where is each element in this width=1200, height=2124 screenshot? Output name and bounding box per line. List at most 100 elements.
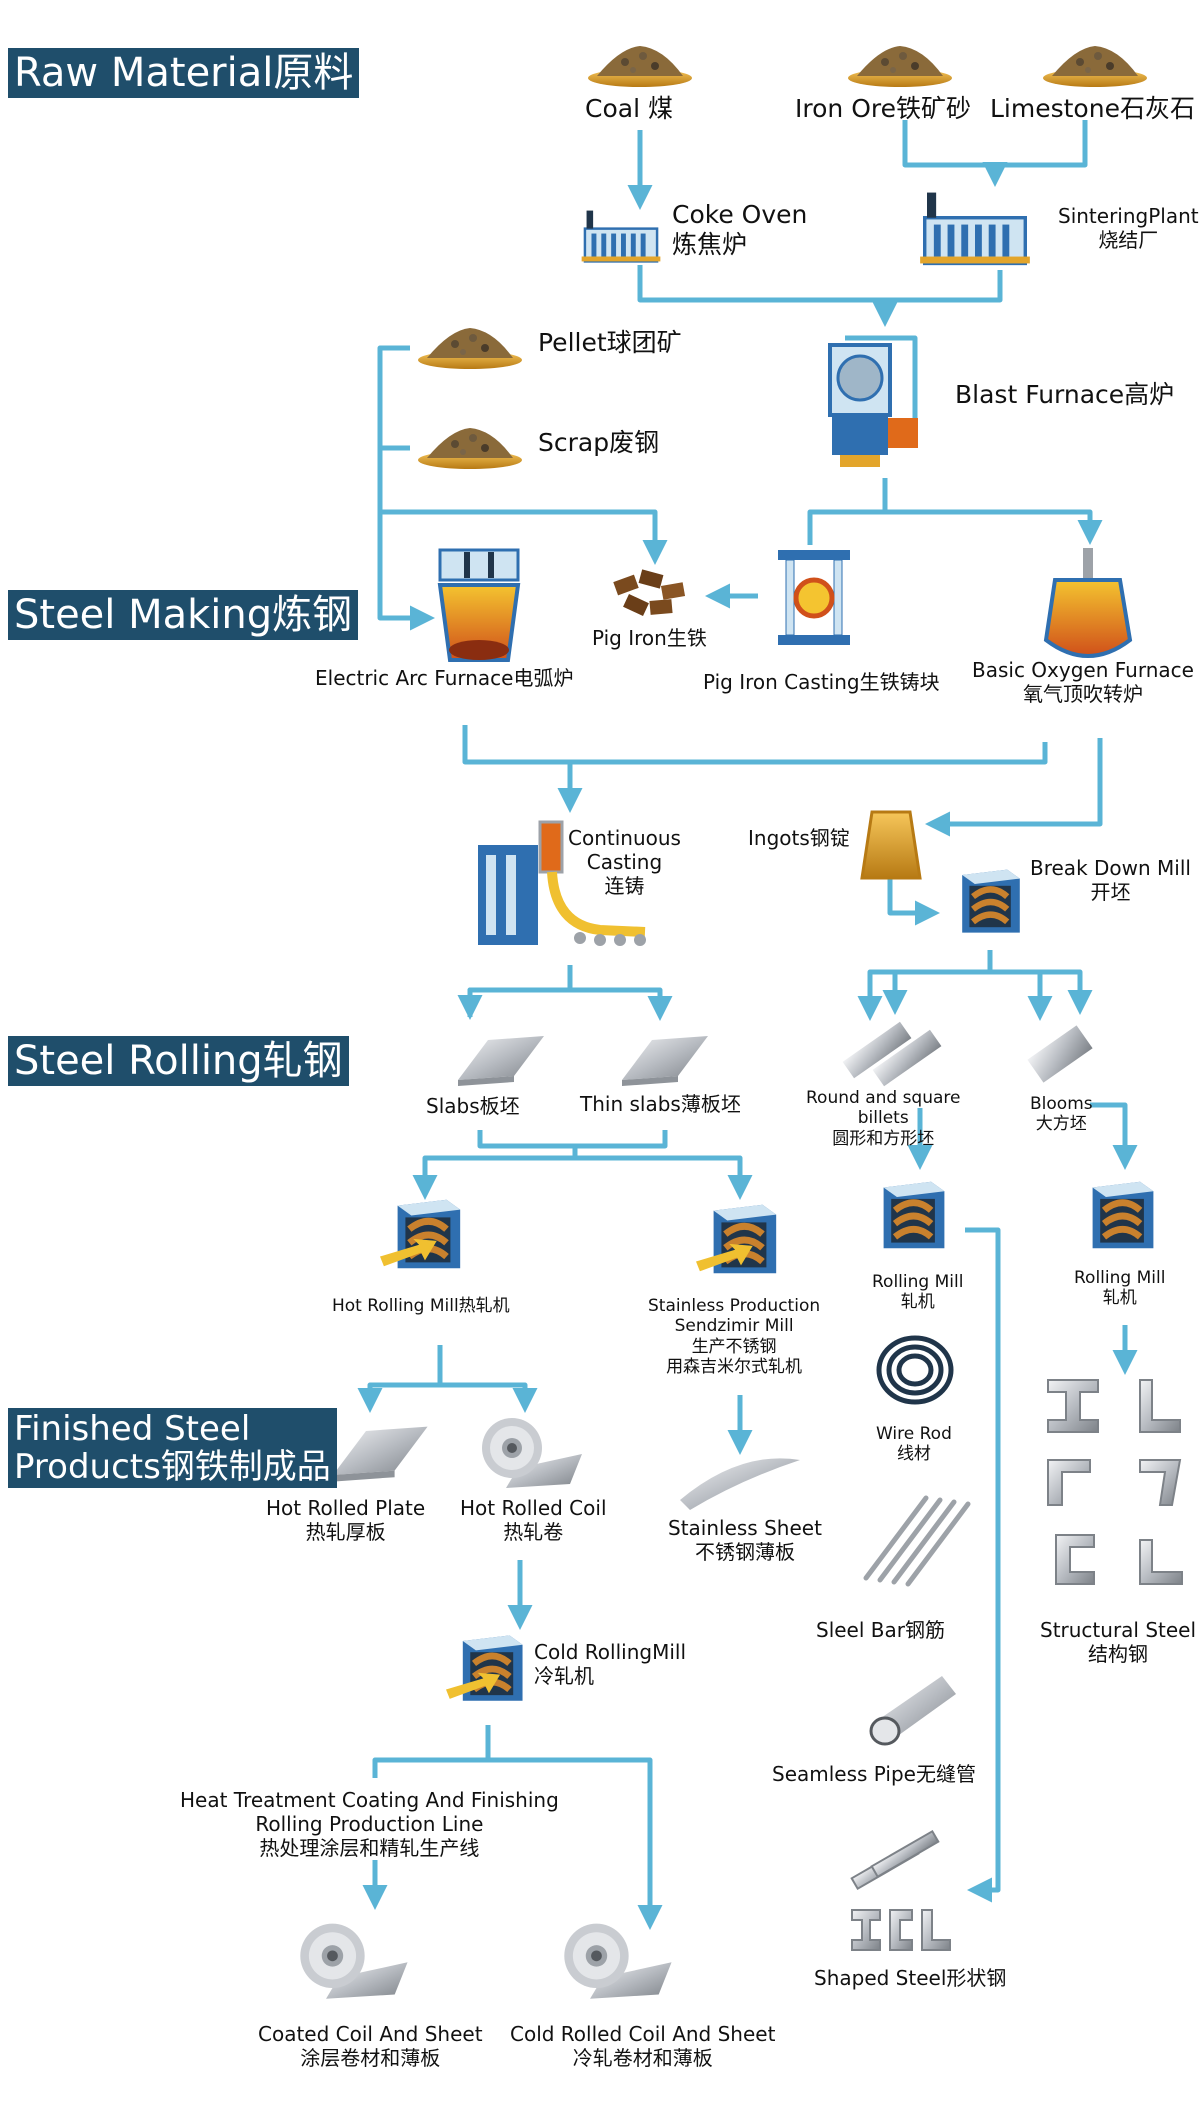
section-steel-rolling: Steel Rolling轧钢 [8,1036,349,1086]
hot-rolled-coil-label: Hot Rolled Coil 热轧卷 [460,1496,607,1544]
limestone-label: Limestone石灰石 [990,94,1195,123]
wire-rod-label: Wire Rod 线材 [876,1424,952,1465]
pig-iron-icon [613,569,686,616]
section-finished-products: Finished Steel Products钢铁制成品 [8,1408,337,1488]
pig-iron-casting-label: Pig Iron Casting生铁铸块 [703,670,940,694]
pellet-label: Pellet球团矿 [538,328,682,357]
blast-furnace-icon [828,343,918,467]
rm2-label-cn: 轧机 [1102,1288,1137,1309]
hot-rolled-coil-icon [482,1418,582,1488]
bloom-icon [1027,1025,1093,1083]
scrap-pile-icon [418,428,522,469]
coated-coil-icon [300,1923,408,1999]
ss-label-cn: 不锈钢薄板 [694,1540,795,1564]
structural-steel-label: Structural Steel 结构钢 [1040,1618,1196,1666]
ingot-icon [860,810,922,880]
slab-icon [458,1036,544,1086]
blast-furnace-label: Blast Furnace高炉 [955,380,1175,409]
cold-rolled-coil-icon [564,1923,672,1999]
shaped-steel-icon [850,1829,951,1951]
section-steel-making: Steel Making炼钢 [8,590,359,640]
coated-label-en: Coated Coil And Sheet [258,2022,483,2046]
blooms-label-cn: 大方坯 [1035,1114,1087,1135]
rolling-mill-1-label: Rolling Mill 轧机 [872,1272,963,1313]
flow-connectors [357,120,1138,1930]
sintering-label-en: SinteringPlant [1058,204,1199,228]
coated-label-cn: 涂层卷材和薄板 [300,2046,441,2070]
rolling-mill-2-label: Rolling Mill 轧机 [1074,1268,1165,1309]
sendzimir-mill-label: Stainless Production Sendzimir Mill 生产不锈… [648,1296,820,1378]
rolling-mill-2-icon [1093,1182,1154,1249]
scrap-label: Scrap废钢 [538,428,660,457]
equipment-icons [300,46,1183,1999]
hot-rolled-plate-label: Hot Rolled Plate 热轧厚板 [266,1496,425,1544]
break-down-mill-icon [962,870,1020,933]
stainless-sheet-label: Stainless Sheet 不锈钢薄板 [668,1516,822,1564]
structural-label-en: Structural Steel [1040,1618,1197,1642]
pig-iron-label: Pig Iron生铁 [592,626,707,650]
cc-label-3: 连铸 [604,874,645,898]
wire-rod-icon [876,1335,954,1405]
iron-ore-label: Iron Ore铁矿砂 [795,94,971,123]
section-finished-line2: Products钢铁制成品 [14,1447,331,1487]
billets-label-1: Round and square [806,1088,961,1108]
sendz-label-4: 用森吉米尔式轧机 [666,1357,803,1378]
structural-steel-icon [1047,1379,1183,1585]
cold-rolled-coil-label: Cold Rolled Coil And Sheet 冷轧卷材和薄板 [510,2022,775,2070]
billet-icon [842,1021,942,1087]
heat-label-1: Heat Treatment Coating And Finishing [180,1788,559,1812]
cold-label-cn: 冷轧卷材和薄板 [572,2046,713,2070]
thin-slabs-label: Thin slabs薄板坯 [580,1092,741,1116]
hr-coil-label-en: Hot Rolled Coil [460,1496,607,1520]
billets-label-2: billets [857,1108,909,1129]
eaf-label: Electric Arc Furnace电弧炉 [315,666,574,690]
shaped-steel-label: Shaped Steel形状钢 [814,1966,1007,1990]
coal-pile-icon [588,46,692,87]
limestone-pile-icon [1043,46,1147,87]
bdm-label-cn: 开坯 [1090,880,1131,904]
seamless-pipe-label: Seamless Pipe无缝管 [772,1762,976,1786]
hot-rolled-plate-icon [333,1426,428,1482]
bof-label-en: Basic Oxygen Furnace [972,658,1194,682]
cold-label-en: Cold Rolled Coil And Sheet [510,2022,776,2046]
heat-label-2: Rolling Production Line [255,1812,484,1836]
continuous-casting-label: Continuous Casting 连铸 [568,826,681,898]
basic-oxygen-furnace-icon [1043,548,1133,658]
bdm-label-en: Break Down Mill [1030,856,1191,880]
sendzimir-mill-icon [696,1205,776,1273]
coke-oven-label-cn: 炼焦炉 [672,230,748,259]
section-finished-line1: Finished Steel [14,1409,251,1449]
sintering-plant-label: SinteringPlant 烧结厂 [1058,204,1199,252]
cc-label-1: Continuous [568,826,681,850]
wire-label-cn: 线材 [896,1444,931,1465]
pig-iron-casting-icon [778,550,850,645]
ingots-label: Ingots钢锭 [748,826,850,850]
crm-label-en: Cold RollingMill [534,1640,687,1664]
coal-label: Coal 煤 [585,94,673,123]
pellet-pile-icon [418,328,522,369]
thin-slab-icon [622,1036,708,1086]
blooms-label-en: Blooms [1030,1094,1093,1114]
rolling-mill-1-icon [884,1182,945,1249]
iron-ore-pile-icon [848,46,952,87]
sendz-label-1: Stainless Production [648,1296,821,1316]
sintering-plant-icon [918,190,1032,266]
sintering-label-cn: 烧结厂 [1098,228,1159,252]
hot-rolling-mill-icon [380,1200,460,1268]
coke-oven-label-en: Coke Oven [672,200,808,229]
hot-rolling-mill-label: Hot Rolling Mill热轧机 [332,1296,510,1316]
section-raw-material: Raw Material原料 [8,48,360,98]
seamless-pipe-icon [869,1676,956,1746]
blooms-label: Blooms 大方坯 [1030,1094,1093,1135]
structural-label-cn: 结构钢 [1088,1642,1149,1666]
crm-label-cn: 冷轧机 [534,1664,594,1688]
break-down-mill-label: Break Down Mill 开坯 [1030,856,1191,904]
rm2-label-en: Rolling Mill [1074,1268,1166,1288]
slabs-label: Slabs板坯 [426,1094,520,1118]
hr-coil-label-cn: 热轧卷 [503,1520,564,1544]
cold-rolling-mill-label: Cold RollingMill 冷轧机 [534,1640,686,1688]
heat-label-3: 热处理涂层和精轧生产线 [259,1836,480,1860]
continuous-casting-icon [478,820,646,946]
heat-treatment-label: Heat Treatment Coating And Finishing Rol… [180,1788,559,1860]
